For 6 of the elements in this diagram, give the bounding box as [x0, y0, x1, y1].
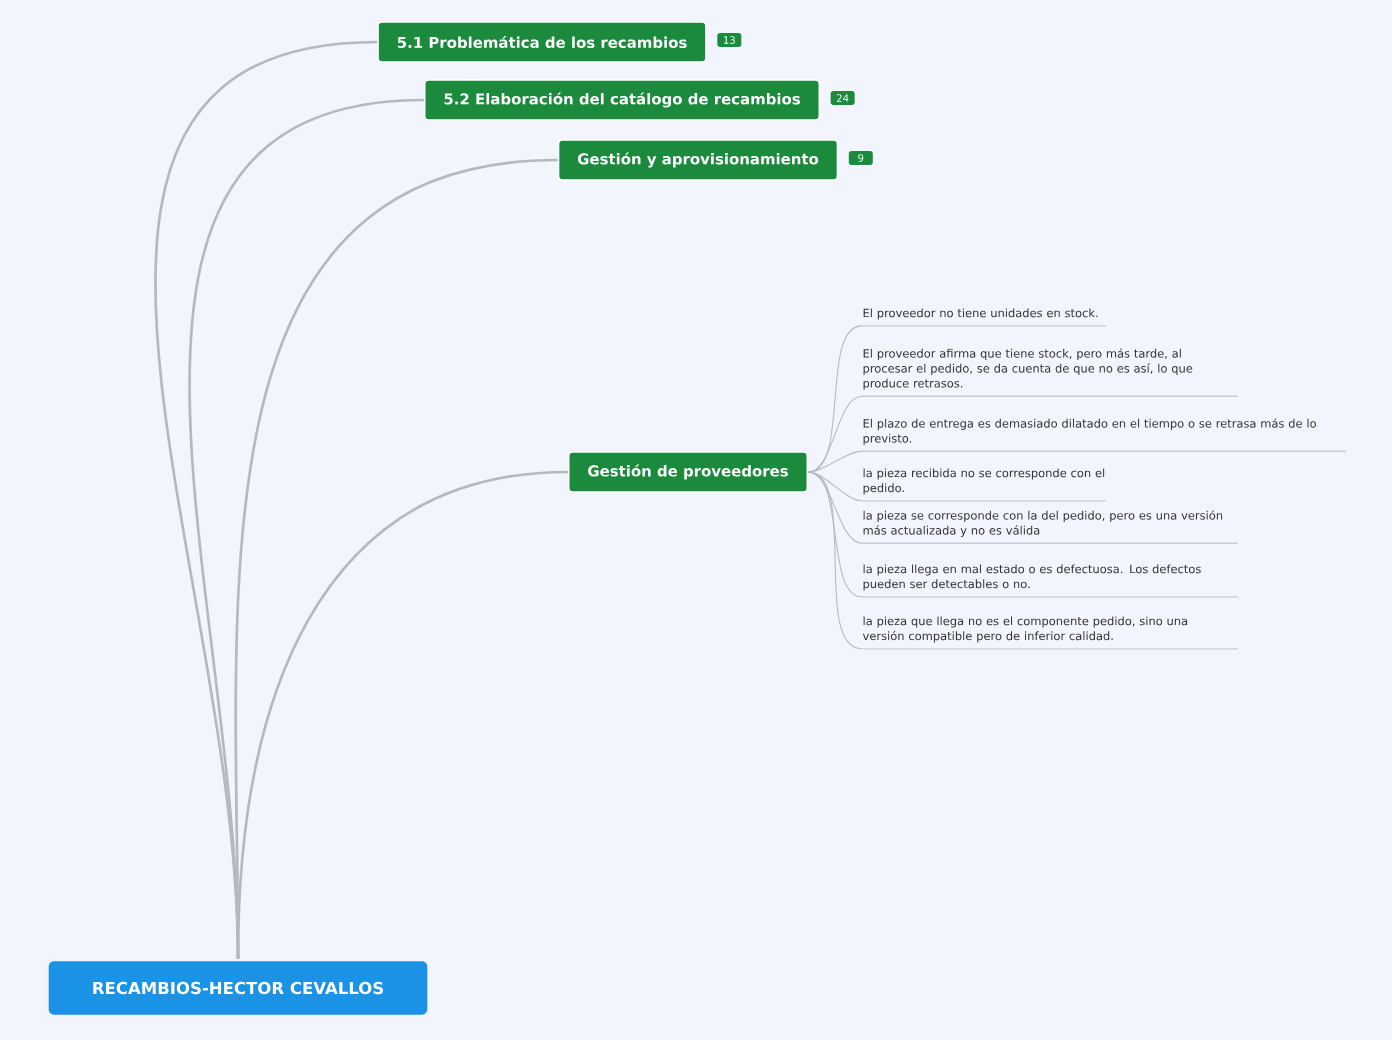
connector-line [236, 470, 568, 959]
connector-line [807, 450, 863, 473]
connector-line [807, 395, 863, 473]
root-topic-box: RECAMBIOS-HECTOR CEVALLOS [48, 961, 428, 1015]
connector-line [807, 471, 863, 650]
connector-line [807, 471, 863, 544]
